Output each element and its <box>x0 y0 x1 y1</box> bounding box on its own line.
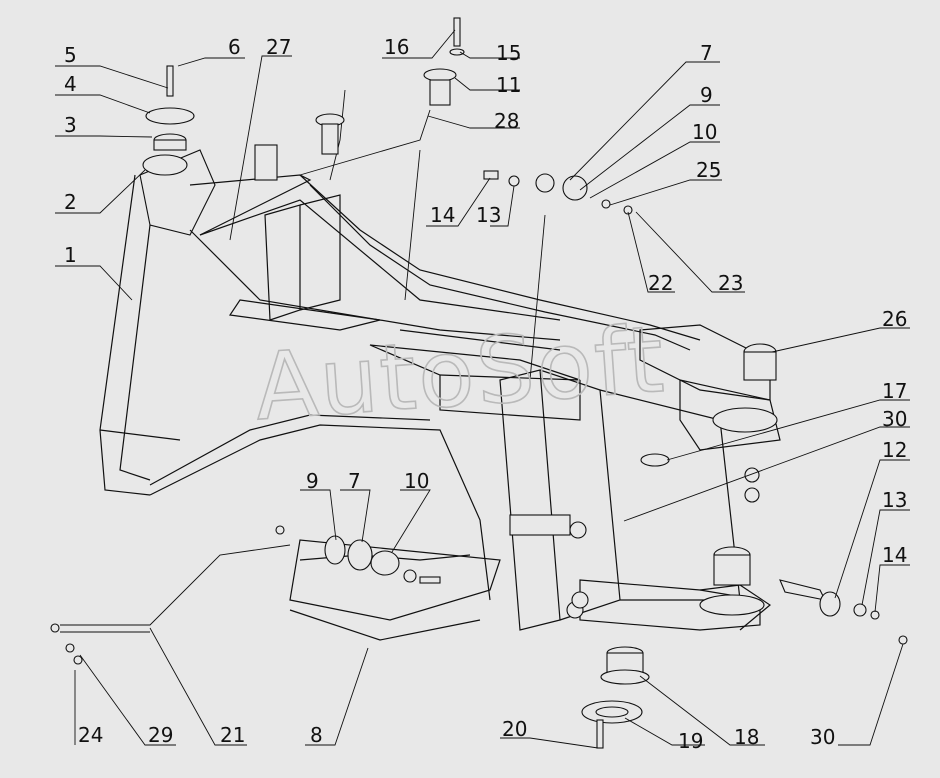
callout-labels: 5 4 3 2 1 6 27 16 15 11 28 7 9 10 25 14 … <box>64 35 907 753</box>
upper-right-bushing-assembly <box>483 170 633 215</box>
callout-15: 15 <box>496 41 521 65</box>
callout-7-lower: 7 <box>348 469 361 493</box>
callout-7-upper: 7 <box>700 41 713 65</box>
callout-29: 29 <box>148 723 173 747</box>
callout-20: 20 <box>502 717 527 741</box>
callout-13-right: 13 <box>882 488 907 512</box>
callout-12: 12 <box>882 438 907 462</box>
callout-24: 24 <box>78 723 103 747</box>
callout-4: 4 <box>64 72 77 96</box>
callout-14-upper: 14 <box>430 203 455 227</box>
callout-22: 22 <box>648 271 673 295</box>
callout-13-upper: 13 <box>476 203 501 227</box>
callout-30-bottom: 30 <box>810 725 835 749</box>
lower-pin-parts <box>581 646 650 749</box>
lower-left-bushing-assembly <box>50 525 441 665</box>
callout-8: 8 <box>310 723 323 747</box>
upper-pin-assembly <box>254 17 465 181</box>
callout-10-upper: 10 <box>692 120 717 144</box>
callout-26: 26 <box>882 307 907 331</box>
callout-14-right: 14 <box>882 543 907 567</box>
callout-30-right: 30 <box>882 407 907 431</box>
callout-6: 6 <box>228 35 241 59</box>
rear-frame-body <box>60 89 781 641</box>
callout-5: 5 <box>64 43 77 67</box>
right-hinge-parts <box>640 343 908 645</box>
callout-18: 18 <box>734 725 759 749</box>
callout-leaders <box>55 29 910 749</box>
callout-2: 2 <box>64 190 77 214</box>
pivot-cylinders <box>509 514 589 619</box>
callout-28: 28 <box>494 109 519 133</box>
callout-17: 17 <box>882 379 907 403</box>
callout-19: 19 <box>678 729 703 753</box>
callout-3: 3 <box>64 113 77 137</box>
callout-9-upper: 9 <box>700 83 713 107</box>
callout-27: 27 <box>266 35 291 59</box>
callout-25: 25 <box>696 158 721 182</box>
callout-16: 16 <box>384 35 409 59</box>
callout-21: 21 <box>220 723 245 747</box>
callout-1: 1 <box>64 243 77 267</box>
callout-23: 23 <box>718 271 743 295</box>
callout-11: 11 <box>496 73 521 97</box>
callout-9-lower: 9 <box>306 469 319 493</box>
pivot-cap-assembly <box>142 65 195 176</box>
callout-10-lower: 10 <box>404 469 429 493</box>
